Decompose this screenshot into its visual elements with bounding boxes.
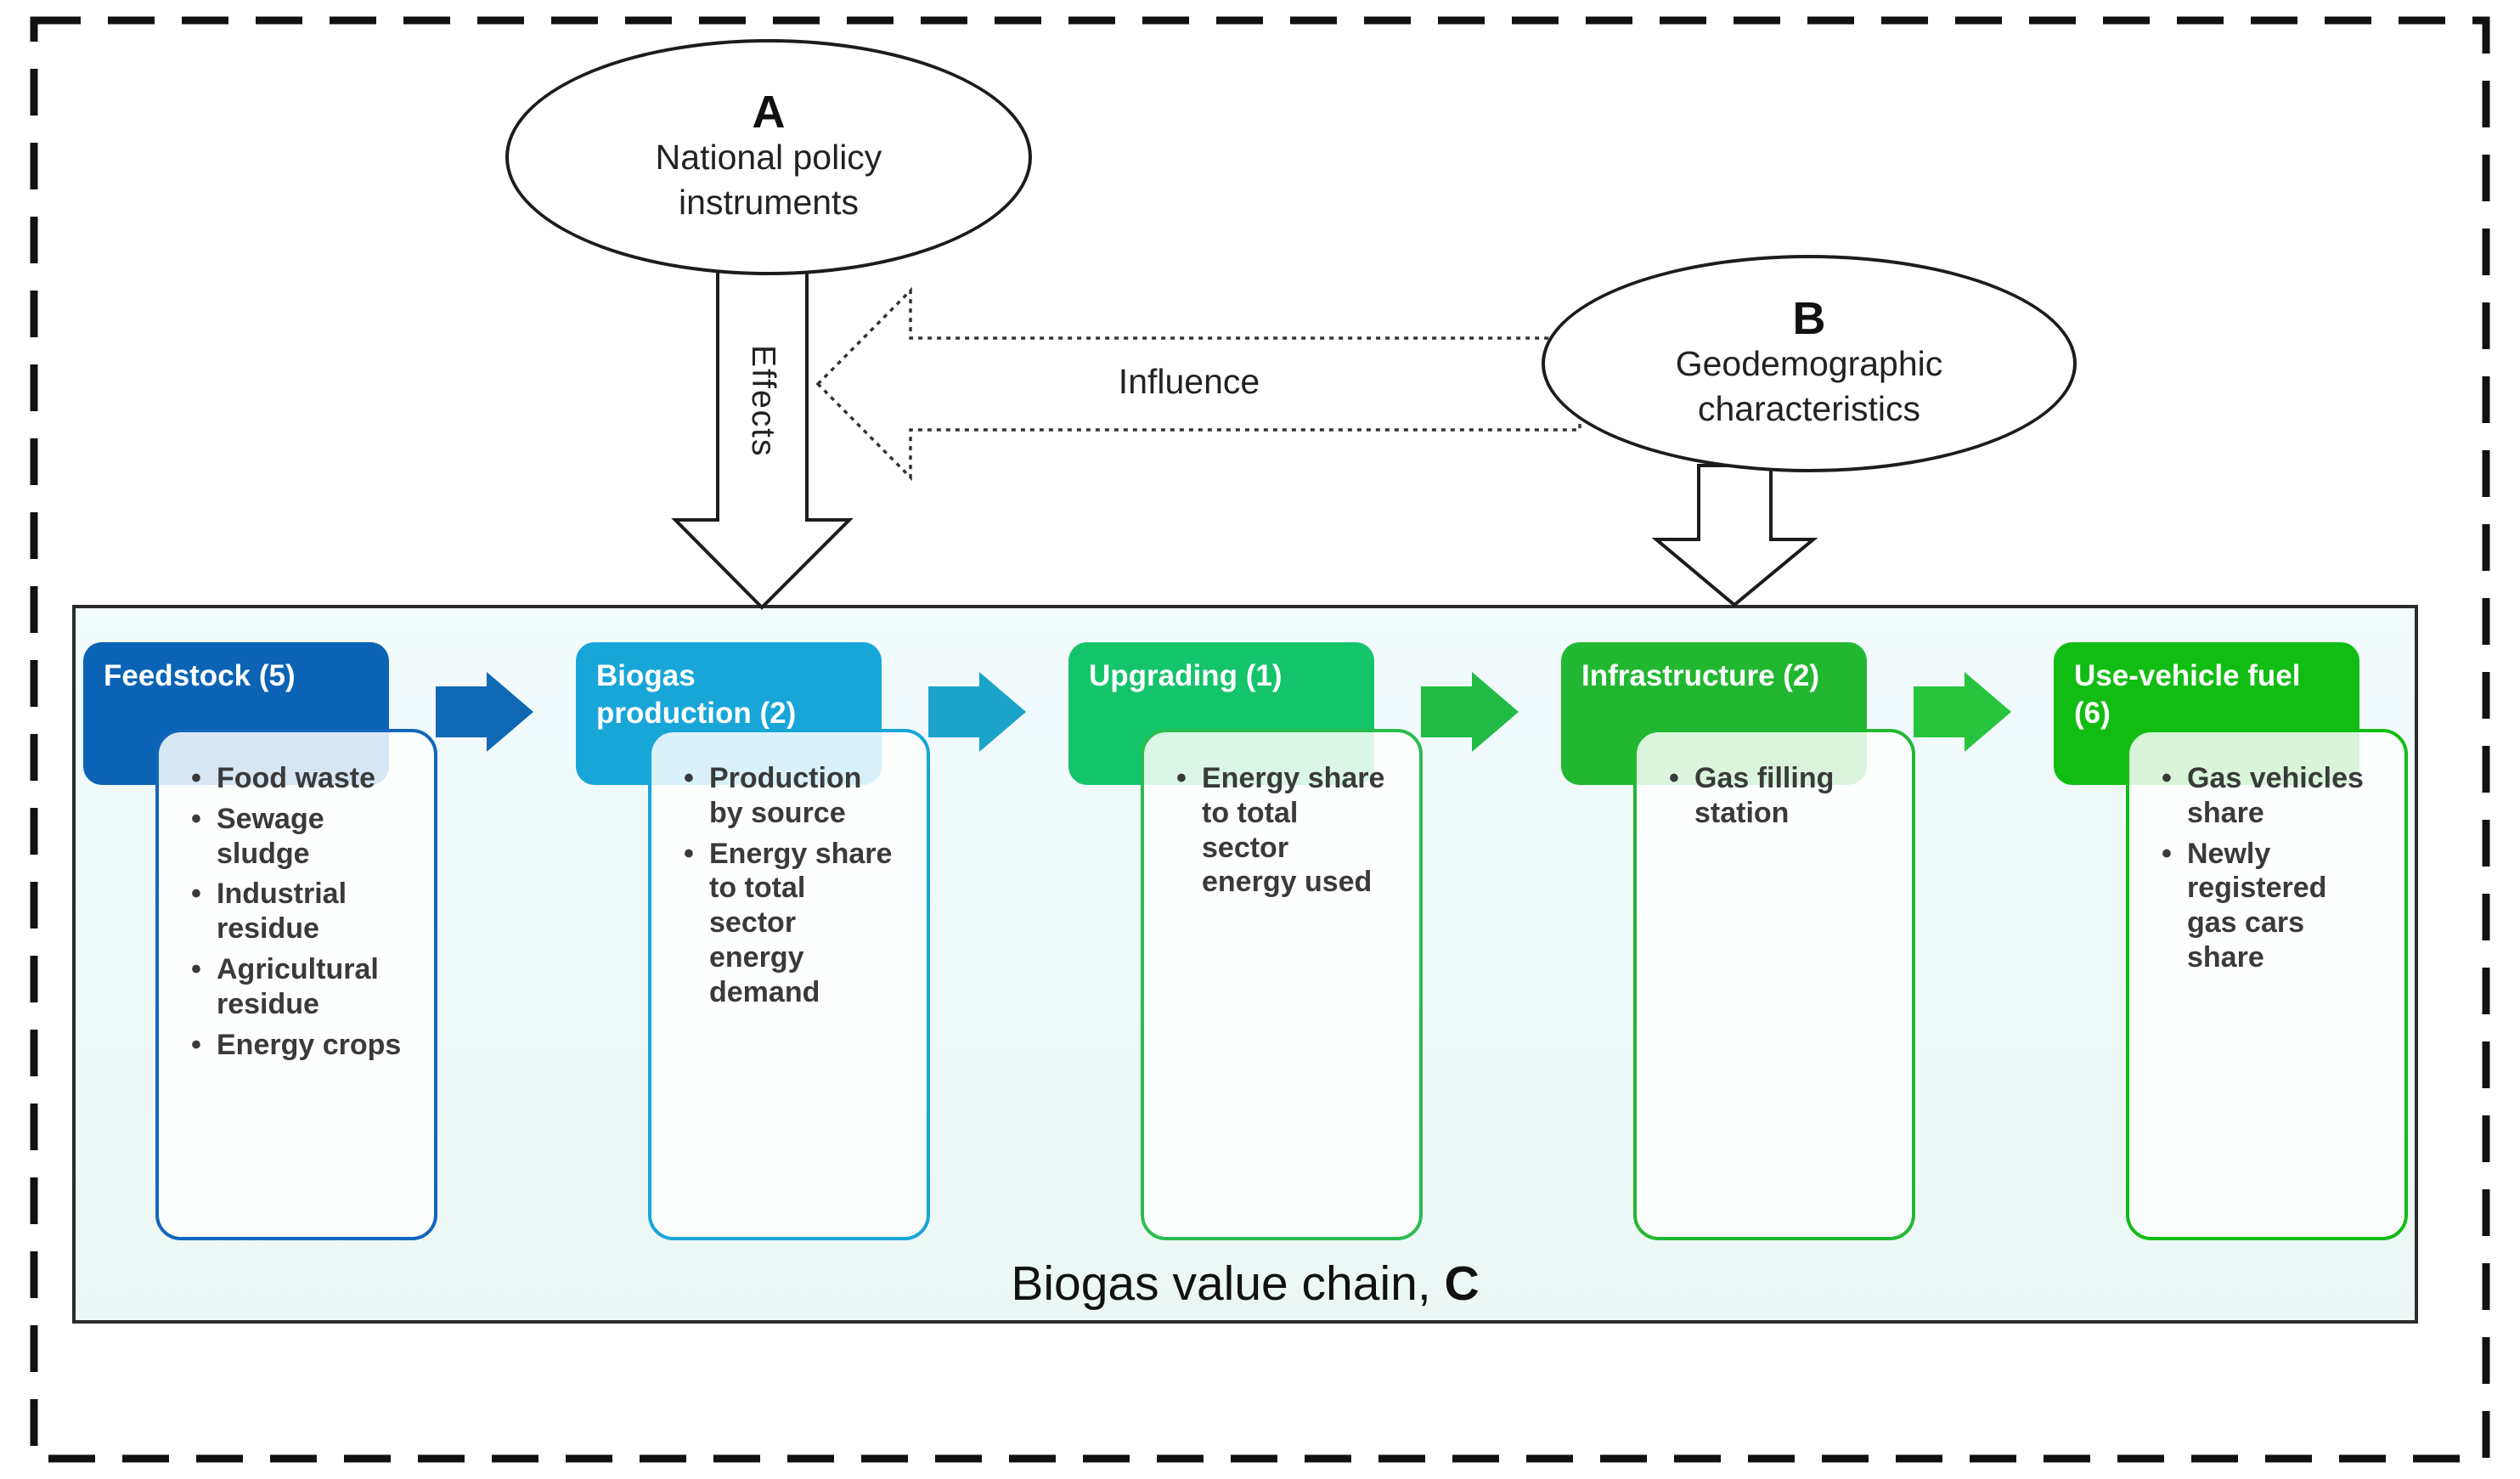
influence-arrow-label: Influence	[1118, 362, 1260, 401]
bullet-item: Gas vehicles share	[2162, 761, 2374, 831]
bullet-item: Energy crops	[191, 1028, 403, 1063]
infrastructure-list: Gas filling station	[1633, 729, 1915, 1240]
ellipse-a-line2: instruments	[679, 183, 859, 222]
use-vehicle-fuel-bullets: Gas vehicles shareNewly registered gas c…	[2129, 732, 2404, 975]
bullet-item: Energy share to total sector energy used	[1176, 761, 1389, 900]
ellipse-b-line2: characteristics	[1697, 389, 1920, 428]
infrastructure-bullets: Gas filling station	[1637, 732, 1912, 831]
bullet-item: Newly registered gas cars share	[2162, 837, 2374, 975]
ellipse-a-line1: National policy	[655, 137, 882, 177]
geodemographic-down-arrow	[1651, 464, 1818, 607]
bullet-item: Gas filling station	[1669, 761, 1881, 831]
bullet-item: Production by source	[684, 761, 896, 831]
ellipse-b-line1: Geodemographic	[1675, 343, 1943, 383]
bullet-item: Industrial residue	[191, 877, 403, 946]
bullet-item: Sewage sludge	[191, 802, 403, 872]
feedstock-list: Food wasteSewage sludgeIndustrial residu…	[155, 729, 437, 1240]
upgrading-list: Energy share to total sector energy used	[1141, 729, 1423, 1240]
national-policy-ellipse: A National policy instruments	[505, 39, 1032, 275]
bullet-item: Energy share to total sector energy dema…	[684, 837, 896, 1010]
ellipse-a-tag: A	[752, 86, 786, 138]
bullet-item: Food waste	[191, 761, 403, 796]
value-chain-title: Biogas value chain, C	[72, 1256, 2418, 1312]
ellipse-b-tag: B	[1792, 292, 1826, 344]
geodemographic-ellipse: B Geodemographic characteristics	[1542, 255, 2077, 472]
value-chain-title-letter: C	[1444, 1256, 1480, 1311]
bullet-item: Agricultural residue	[191, 952, 403, 1022]
effects-arrow-label: Effects	[745, 345, 781, 458]
biogas-production-list: Production by sourceEnergy share to tota…	[648, 729, 930, 1240]
upgrading-bullets: Energy share to total sector energy used	[1144, 732, 1419, 900]
use-vehicle-fuel-list: Gas vehicles shareNewly registered gas c…	[2126, 729, 2408, 1240]
value-chain-title-text: Biogas value chain,	[1011, 1256, 1431, 1311]
feedstock-bullets: Food wasteSewage sludgeIndustrial residu…	[159, 732, 434, 1062]
biogas-production-bullets: Production by sourceEnergy share to tota…	[651, 732, 927, 1010]
